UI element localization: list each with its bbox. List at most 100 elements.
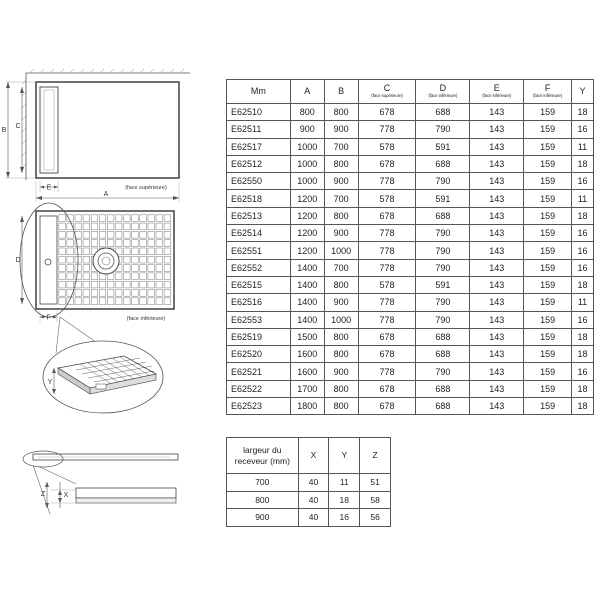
dimension-cell: 591 <box>415 189 471 208</box>
header-c: C(face supérieure) <box>357 79 417 104</box>
support-cell <box>155 222 163 231</box>
support-cell <box>123 231 131 239</box>
dimension-cell: E62523 <box>226 397 291 416</box>
dimension-cell: 1200 <box>289 189 325 208</box>
dimension-cell: 578 <box>357 275 417 295</box>
support-cell <box>131 222 139 231</box>
header-y: Y <box>328 437 361 474</box>
header-y: Y <box>571 79 594 104</box>
thickness-cell: 51 <box>359 473 391 492</box>
support-cell <box>155 264 163 272</box>
dimension-cell: 790 <box>415 258 471 277</box>
dimension-cell: 800 <box>323 345 359 364</box>
dimension-cell: E62550 <box>226 172 291 191</box>
dimension-cell: 900 <box>289 120 325 139</box>
support-cell <box>163 231 171 239</box>
dim-x-label: X <box>64 492 69 499</box>
support-cell <box>58 231 66 239</box>
dimension-cell: 900 <box>323 120 359 139</box>
support-cell <box>107 239 115 247</box>
dimension-cell: 18 <box>571 275 594 295</box>
dimension-cell: 1000 <box>289 137 325 156</box>
support-cell <box>58 280 66 289</box>
dimension-cell: 1000 <box>289 172 325 191</box>
dimension-cell: 1800 <box>289 397 325 416</box>
dimension-cell: E62510 <box>226 102 291 122</box>
dimension-cell: 11 <box>571 137 594 156</box>
support-cell <box>58 247 66 255</box>
dimension-cell: 1400 <box>289 310 325 329</box>
support-cell <box>74 297 82 305</box>
support-cell <box>155 272 163 280</box>
thickness-cell: 18 <box>328 490 361 509</box>
dimension-cell: 11 <box>571 189 594 208</box>
dimension-cell: 678 <box>357 102 417 122</box>
support-cell <box>115 239 123 247</box>
small-table-header-row: largeur du receveur (mm) X Y Z <box>226 437 391 474</box>
support-cell <box>90 280 98 289</box>
support-cell <box>155 239 163 247</box>
support-cell <box>66 289 74 297</box>
thickness-cell: 700 <box>226 473 299 492</box>
support-cell <box>131 297 139 305</box>
support-cell <box>82 214 90 222</box>
dimension-cell: 159 <box>523 224 573 243</box>
support-cell <box>74 239 82 247</box>
dimension-cell: 1000 <box>289 154 325 174</box>
dimension-cell: 159 <box>523 379 573 399</box>
support-cell <box>90 272 98 280</box>
support-cell <box>163 289 171 297</box>
support-cell <box>107 289 115 297</box>
support-cell <box>82 272 90 280</box>
dimension-cell: E62520 <box>226 345 291 364</box>
dimension-cell: 143 <box>469 206 525 226</box>
dim-y-label: Y <box>48 379 53 386</box>
dimension-cell: 159 <box>523 397 573 416</box>
dimension-cell: 688 <box>415 154 471 174</box>
dimension-cell: 16 <box>571 362 594 381</box>
support-cell <box>58 264 66 272</box>
header-x: X <box>297 437 330 474</box>
bottom-view-drawing: D F (face inférieure) <box>15 202 175 322</box>
dimension-cell: 18 <box>571 327 594 347</box>
dimension-cell: 591 <box>415 137 471 156</box>
support-cell <box>147 280 155 289</box>
support-cell <box>58 297 66 305</box>
support-cell <box>90 222 98 231</box>
dimension-cell: 16 <box>571 172 594 191</box>
dimension-cell: 778 <box>357 362 417 381</box>
dimension-cell: 1400 <box>289 258 325 277</box>
dimension-cell: 900 <box>323 224 359 243</box>
dimension-cell: 778 <box>357 241 417 260</box>
dimension-cell: 688 <box>415 327 471 347</box>
dimension-cell: 1200 <box>289 206 325 226</box>
dimension-cell: 790 <box>415 293 471 312</box>
support-cell <box>139 247 147 255</box>
dimension-cell: 143 <box>469 137 525 156</box>
dimension-cell: E62517 <box>226 137 291 156</box>
support-cell <box>147 297 155 305</box>
dimension-cell: 778 <box>357 310 417 329</box>
support-cell <box>163 247 171 255</box>
dimension-cell: 678 <box>357 206 417 226</box>
thickness-cell: 40 <box>297 473 330 492</box>
support-cell <box>163 256 171 264</box>
support-cell <box>107 222 115 231</box>
support-cell <box>82 280 90 289</box>
dimension-cell: 159 <box>523 310 573 329</box>
dimension-cell: E62514 <box>226 224 291 243</box>
dimension-cell: 778 <box>357 172 417 191</box>
support-cell <box>163 239 171 247</box>
support-cell <box>147 256 155 264</box>
dimension-cell: 11 <box>571 293 594 312</box>
dimension-cell: 1200 <box>289 241 325 260</box>
dimension-cell: 143 <box>469 189 525 208</box>
dimension-cell: 143 <box>469 241 525 260</box>
support-cell <box>66 297 74 305</box>
dimension-cell: 700 <box>323 137 359 156</box>
dimension-cell: 688 <box>415 379 471 399</box>
